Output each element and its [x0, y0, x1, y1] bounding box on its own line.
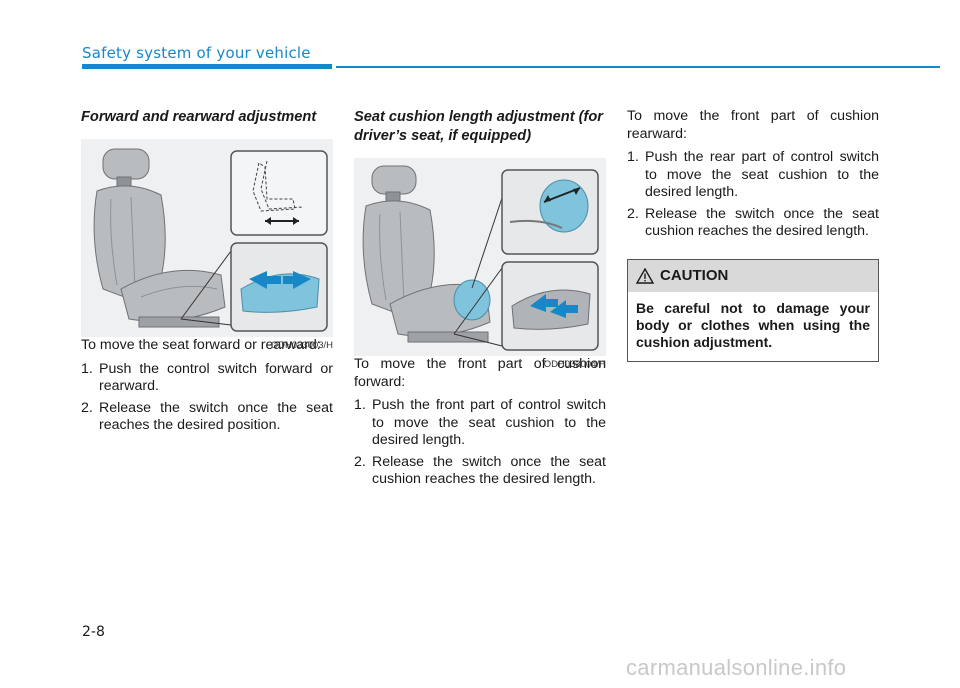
header-rule-thick	[82, 64, 332, 69]
seat-drawing	[362, 165, 491, 343]
section-header-title: Safety system of your vehicle	[82, 44, 311, 62]
switch-closeup-panel	[180, 242, 328, 332]
list-item: 1. Push the control switch forward or re…	[81, 360, 333, 395]
heading-forward-rearward: Forward and rearward adjustment	[81, 109, 317, 125]
cushion-closeup-panel	[471, 169, 599, 289]
figure-code-1: ODH033003/H	[270, 340, 333, 351]
watermark: carmanualsonline.info	[626, 655, 847, 680]
caution-header: CAUTION	[628, 259, 878, 292]
intro-forward-rearward: To move the seat forward or rearward:	[81, 337, 321, 353]
motion-diagram-panel	[230, 150, 328, 236]
caution-title: CAUTION	[660, 267, 729, 284]
steps-cushion-forward: 1. Push the front part of control switch…	[354, 397, 606, 489]
caution-text: Be careful not to damage your body or cl…	[636, 299, 870, 350]
seat-illustration-forward-rearward: ODH033003/H	[81, 139, 333, 351]
seat-illustration-cushion: ODH033004/H	[354, 158, 606, 370]
seat-drawing	[93, 148, 226, 328]
list-item: 2. Release the switch once the seat cush…	[627, 205, 879, 240]
column-cushion-rearward: To move the front part of cushion rearwa…	[627, 108, 879, 362]
steps-cushion-rearward: 1. Push the rear part of control switch …	[627, 149, 879, 241]
intro-cushion-forward: To move the front part of cushion forwar…	[354, 356, 606, 390]
column-cushion-length: Seat cushion length adjustment (for driv…	[354, 108, 606, 493]
column-forward-rearward: Forward and rearward adjustment	[81, 108, 333, 439]
list-item: 1. Push the front part of control switch…	[354, 397, 606, 448]
list-item: 2. Release the switch once the seat cush…	[354, 453, 606, 488]
page-number: 2-8	[82, 624, 105, 640]
list-item: 1. Push the rear part of control switch …	[627, 149, 879, 200]
intro-cushion-rearward: To move the front part of cushion rearwa…	[627, 108, 879, 142]
warning-triangle-icon	[636, 267, 654, 284]
figure-code-2: ODH033004/H	[543, 359, 606, 370]
heading-cushion-length: Seat cushion length adjustment (for driv…	[354, 109, 603, 144]
steps-forward-rearward: 1. Push the control switch forward or re…	[81, 361, 333, 435]
list-item: 2. Release the switch once the seat reac…	[81, 399, 333, 434]
header-rule-thin	[336, 66, 940, 68]
switch-closeup-panel	[453, 261, 599, 351]
caution-box: CAUTION Be careful not to damage your bo…	[627, 258, 879, 362]
